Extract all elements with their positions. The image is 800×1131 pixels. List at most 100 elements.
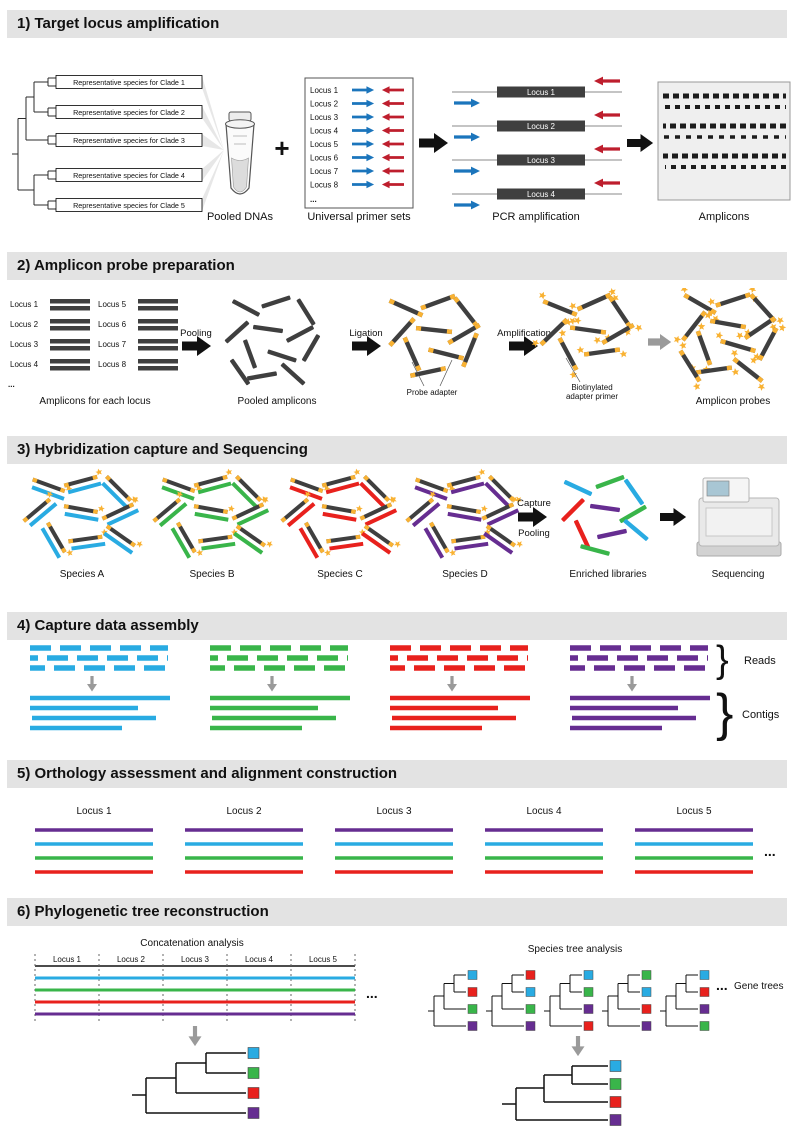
section-1-header: 1) Target locus amplification (7, 10, 787, 38)
species-a-label: Species A (60, 569, 105, 580)
s6-locus-5-label: Locus 5 (309, 955, 338, 964)
gel-image (657, 81, 791, 201)
section-5-graphic: Locus 1 Locus 2 Locus 3 Locus 4 (35, 806, 776, 874)
gene-trees-ellipsis: ... (716, 977, 728, 993)
contigs-brace: } (716, 684, 733, 742)
primer-locus-1: Locus 1 (310, 86, 339, 95)
primer-locus-2: Locus 2 (310, 100, 339, 109)
primer-ellipsis: ... (310, 195, 317, 204)
universal-primer-sets-label: Universal primer sets (307, 211, 411, 223)
gene-tree-3 (544, 970, 594, 1031)
concatenated-matrix: Locus 1 Locus 2 Locus 3 Locus 4 Locus 5 (34, 954, 356, 1021)
s2-locus-5: Locus 5 (98, 300, 127, 309)
s2-locus-8: Locus 8 (98, 360, 127, 369)
pcr-locus-2: Locus 2 (527, 122, 556, 131)
reads-brace: } (716, 640, 729, 681)
s2-locus-2: Locus 2 (10, 320, 39, 329)
ligation-arrow-icon (352, 336, 381, 356)
pooling-label: Pooling (180, 328, 212, 339)
capture-label: Capture (517, 498, 551, 509)
amplicon-probes-cluster (670, 288, 787, 392)
pcr-locus-3: Locus 3 (527, 156, 556, 165)
s2-locus-1: Locus 1 (10, 300, 39, 309)
primer-locus-5: Locus 5 (310, 140, 339, 149)
species-b-label: Species B (189, 569, 234, 580)
amplicons-per-locus: Locus 1 Locus 5 Locus 2 Locus 6 Locus 3 … (8, 299, 178, 389)
species-a-cluster (19, 468, 145, 563)
section-1-graphic: Representative species for Clade 1 Repre… (12, 75, 791, 223)
primer-locus-7: Locus 7 (310, 167, 339, 176)
capture-pooling-arrow-icon (518, 507, 547, 527)
pooled-amplicons-cluster (224, 295, 321, 386)
clade-box-5 (55, 198, 203, 212)
s5-locus-4-label: Locus 4 (526, 806, 561, 817)
section-3-header: 3) Hybridization capture and Sequencing (7, 436, 787, 464)
section-4-graphic: } Reads } Contigs (30, 640, 780, 742)
enriched-libraries-label: Enriched libraries (569, 569, 646, 580)
primer-locus-3: Locus 3 (310, 113, 339, 122)
concatenation-label: Concatenation analysis (140, 938, 243, 949)
s6-locus-1-label: Locus 1 (53, 955, 82, 964)
arrow-to-sequencer-icon (660, 508, 687, 526)
species-c-label: Species C (317, 569, 363, 580)
species-c-cluster (277, 468, 403, 563)
clade-label-1: Representative species for Clade 1 (73, 78, 185, 87)
enriched-libraries-cluster (560, 474, 649, 557)
section-6-graphic: Concatenation analysis Locus 1 Locus 2 L… (34, 938, 783, 1126)
assembly-group-green (210, 645, 350, 731)
s6-locus-3-label: Locus 3 (181, 955, 210, 964)
pcr-locus-4: Locus 4 (527, 190, 556, 199)
pooled-amplicons-label: Pooled amplicons (238, 396, 317, 407)
amplification-arrow-icon (509, 336, 538, 356)
s6-locus-4-label: Locus 4 (245, 955, 274, 964)
gene-tree-4 (602, 970, 652, 1031)
s6-ellipsis: ... (366, 985, 378, 1001)
alignment-locus-3: Locus 3 (335, 806, 453, 874)
clade-box-4 (55, 168, 203, 182)
probe-adapter-label: Probe adapter (407, 388, 458, 397)
species-d-label: Species D (442, 569, 488, 580)
gene-tree-5 (660, 970, 710, 1031)
amplicon-probes-label: Amplicon probes (696, 396, 770, 407)
section-2-graphic: Locus 1 Locus 5 Locus 2 Locus 6 Locus 3 … (8, 288, 800, 407)
pcr-locus-1: Locus 1 (527, 88, 556, 97)
species-tree-analysis-label: Species tree analysis (528, 944, 623, 955)
pooled-dnas-label: Pooled DNAs (207, 211, 274, 223)
arrow-to-gel-icon (627, 134, 654, 152)
primer-locus-6: Locus 6 (310, 154, 339, 163)
section-6-header: 6) Phylogenetic tree reconstruction (7, 898, 787, 926)
section-2-header: 2) Amplicon probe preparation (7, 252, 787, 280)
clade-box-2 (55, 105, 203, 119)
gray-arrow-icon (648, 334, 672, 350)
gene-trees-label: Gene trees (734, 981, 783, 992)
s2-locus-6: Locus 6 (98, 320, 127, 329)
s2-ellipsis: ... (8, 380, 15, 389)
s5-locus-1-label: Locus 1 (76, 806, 111, 817)
section-5-header: 5) Orthology assessment and alignment co… (7, 760, 787, 788)
amplicons-each-label: Amplicons for each locus (39, 396, 150, 407)
s2-locus-3: Locus 3 (10, 340, 39, 349)
pooling-label-2: Pooling (518, 528, 550, 539)
s2-locus-7: Locus 7 (98, 340, 127, 349)
s5-locus-3-label: Locus 3 (376, 806, 411, 817)
tube-icon (225, 111, 255, 195)
clade-labels: Representative species for Clade 1 Repre… (55, 75, 203, 212)
species-tree (502, 1060, 622, 1126)
clade-label-4: Representative species for Clade 4 (73, 171, 185, 180)
concatenation-tree (132, 1047, 260, 1119)
contigs-label: Contigs (742, 709, 780, 721)
alignment-locus-1: Locus 1 (35, 806, 153, 874)
amplicons-label: Amplicons (699, 211, 750, 223)
clade-tree (12, 77, 56, 210)
pcr-panel: Locus 1 Locus 2 Locus 3 Lo (452, 76, 622, 210)
biotinylated-label-line1: Biotinylated (571, 383, 612, 392)
assembly-group-blue (30, 645, 170, 731)
reads-label: Reads (744, 655, 776, 667)
assembly-group-red (390, 645, 530, 731)
alignment-locus-2: Locus 2 (185, 806, 303, 874)
plus-icon: + (274, 133, 289, 163)
species-tree-down-arrow-icon (571, 1036, 585, 1057)
clade-box-3 (55, 133, 203, 147)
s5-locus-2-label: Locus 2 (226, 806, 261, 817)
